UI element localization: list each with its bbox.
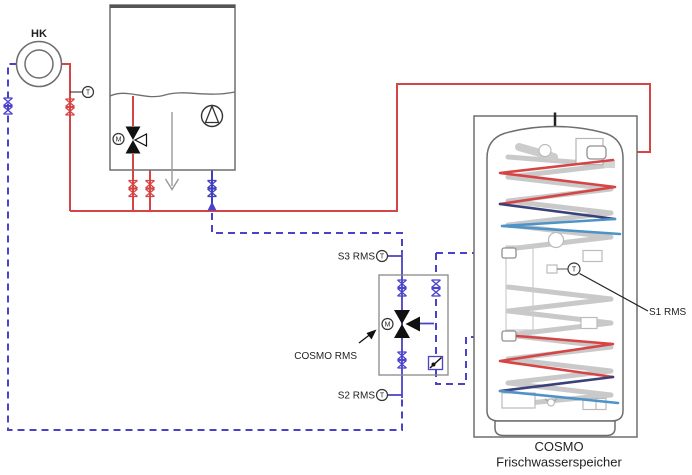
ghost-fitting [580, 316, 598, 330]
valve-motor-icon [112, 132, 125, 146]
return-pipe-dashed [7, 63, 502, 431]
heating-circuit: HK T [2, 28, 95, 116]
return-upper-fitting [501, 247, 517, 259]
svg-text:T: T [572, 267, 577, 274]
temperature-sensor-icon [375, 249, 389, 263]
ghost-coil-upper [505, 154, 614, 252]
sensor-s2: S2 RMS T [338, 388, 389, 402]
callout-arrowhead-icon [366, 329, 377, 340]
coil-lower [498, 334, 620, 405]
ghost-column [505, 245, 534, 331]
ghost-fitting [582, 249, 603, 263]
ghost-circle [547, 231, 565, 249]
tank-pedestal [494, 420, 616, 437]
hk-label: HK [31, 28, 47, 40]
sensor-s1: T S1 RMS [567, 262, 687, 318]
rms-mixing-valve-icon: M [381, 310, 420, 338]
svg-text:T: T [380, 254, 385, 261]
hk-inner-circle [24, 49, 54, 79]
flow-direction-up-arrow-icon [207, 201, 217, 211]
coil-lower-red [498, 334, 615, 379]
ghost-valve-ticks [544, 398, 558, 402]
sensor-s3-label: S3 RMS [338, 252, 376, 263]
motor-symbol: M [116, 137, 122, 144]
tank-subtitle: Frischwasserspeicher [496, 455, 622, 470]
ghost-step [604, 160, 615, 168]
water-level-wave [109, 91, 236, 98]
shutoff-valve-icon [430, 279, 442, 297]
rms-station: M S3 RMS T S2 RMS T COSMO RMS [294, 249, 449, 402]
flow-direction-down-arrow-icon [164, 112, 180, 191]
svg-text:T: T [380, 393, 385, 400]
coil-upper [498, 158, 622, 236]
sensor-s1-callout-line [579, 272, 649, 312]
sensor-s3: S3 RMS T [338, 249, 389, 263]
coil-upper-transition [498, 202, 617, 221]
flow-inlet-fitting [586, 145, 607, 160]
temperature-sensor-icon [567, 262, 581, 276]
coil-lower-blue [498, 389, 620, 405]
coil-upper-blue [500, 217, 622, 236]
temperature-sensor-icon [375, 388, 389, 402]
ghost-valve [546, 398, 556, 407]
pump-icon [200, 104, 224, 128]
shutoff-valve-icon [2, 97, 14, 115]
callout-arrow-line [358, 333, 371, 344]
station-label: COSMO RMS [294, 351, 357, 362]
storage-tank: T S1 RMS COSMO Frischwasserspeicher [473, 112, 687, 470]
tank-title: COSMO [534, 439, 583, 454]
boiler-mixing-valve-icon: M [112, 126, 148, 154]
valve-motor-icon [381, 317, 394, 331]
motor-symbol: M [385, 322, 391, 329]
coil-lower-transition [498, 375, 615, 393]
sensor-s2-label: S2 RMS [338, 391, 376, 402]
return-lower-fitting [501, 330, 517, 342]
rms-station-box [378, 274, 449, 376]
thermometer-symbol: T [86, 90, 91, 97]
thermometer-icon [81, 85, 95, 99]
ghost-fitting [582, 397, 607, 411]
coil-upper-red [498, 158, 617, 206]
ghost-pump-circle [538, 143, 552, 158]
sensor-s1-label: S1 RMS [649, 307, 687, 318]
check-valve-icon [427, 355, 444, 371]
ghost-fitting [546, 264, 558, 274]
boiler: M [109, 4, 236, 198]
